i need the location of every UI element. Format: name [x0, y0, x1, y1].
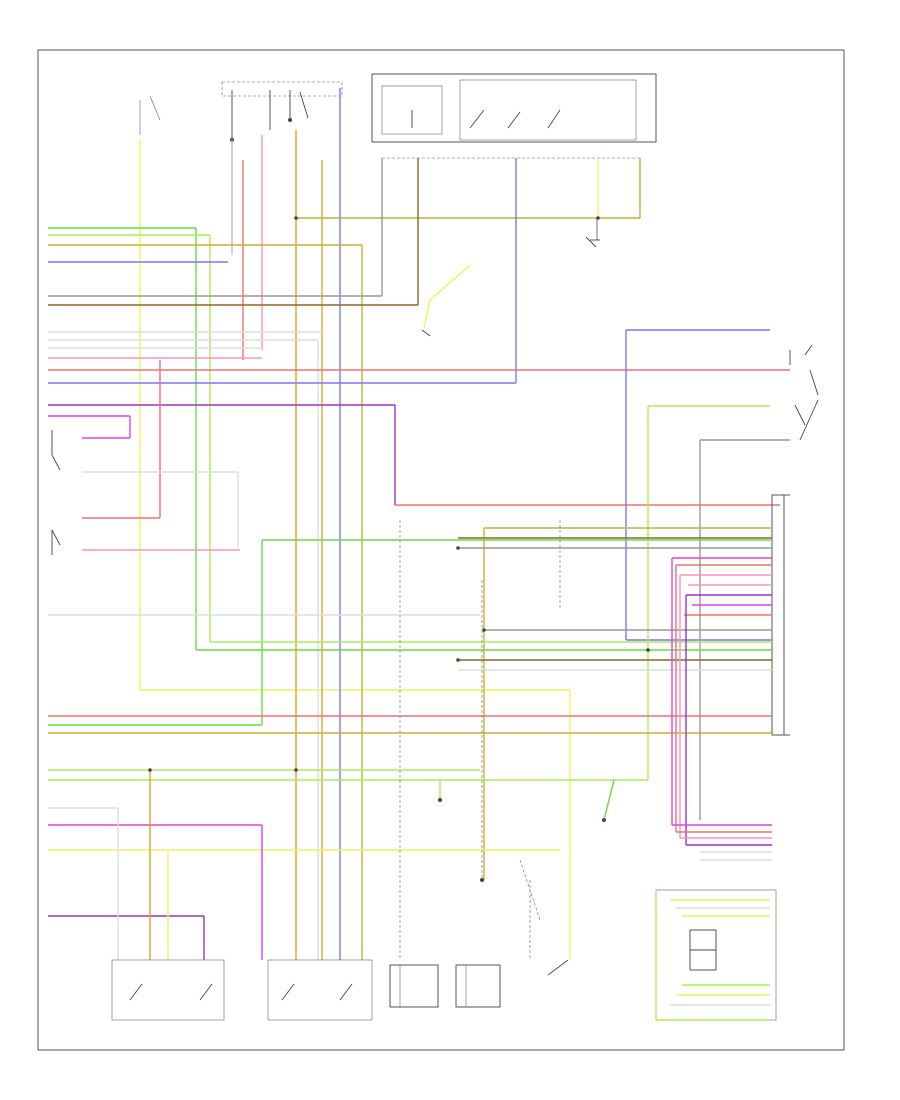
- right-connector-block: [771, 494, 785, 736]
- right-top-switch: [789, 344, 819, 441]
- bottom-switch-left: [111, 959, 225, 1021]
- left-door-switch: [51, 430, 61, 555]
- ground-symbol-lower: [438, 798, 606, 882]
- bottom-sensors: [389, 959, 569, 1008]
- bottom-right-sensor-group: [655, 889, 777, 1021]
- diagram-frame: [37, 49, 845, 1051]
- top-left-relay: [139, 95, 161, 135]
- bottom-switch-center: [267, 959, 373, 1021]
- ground-symbol-center: [421, 264, 471, 337]
- top-center-module-box: [371, 73, 657, 159]
- top-left-switch-block: [221, 81, 343, 142]
- ground-symbol-top: [585, 236, 600, 248]
- splice-dots: [148, 216, 650, 772]
